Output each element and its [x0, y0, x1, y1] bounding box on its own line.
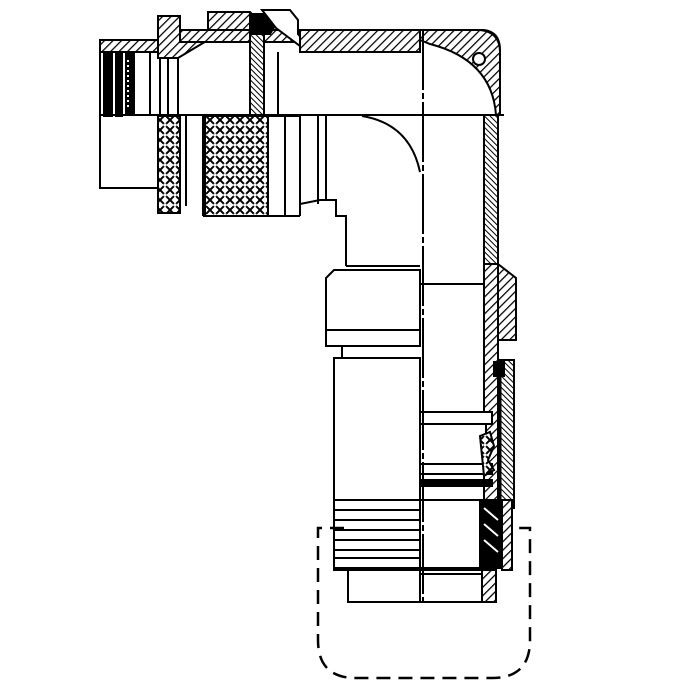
cable-clamp-body: [333, 263, 515, 511]
elbow-shell: [419, 29, 517, 341]
elbow-inner-curve: [361, 115, 421, 173]
cable-dashed-outline: [316, 526, 532, 680]
locking-ring: [249, 9, 311, 117]
backshell-collar: [325, 269, 488, 358]
elbow-housing-horizontal: [277, 29, 421, 266]
gland-seal: [347, 569, 497, 603]
gland-nut-thread: [333, 499, 513, 571]
clamp-rings: [419, 411, 496, 487]
